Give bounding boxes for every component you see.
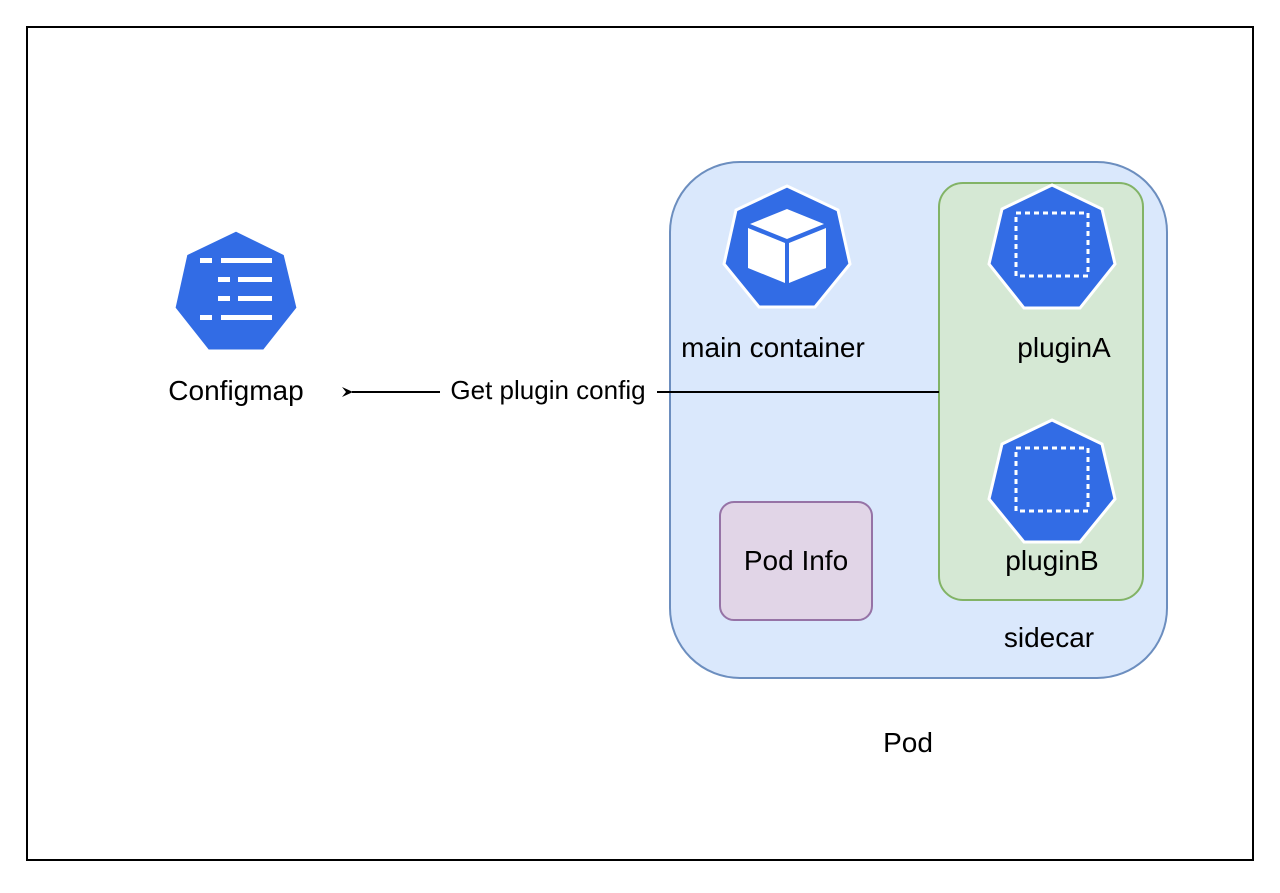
plugin-a-label: pluginA [1017, 332, 1111, 363]
pod-info-label: Pod Info [744, 545, 848, 576]
plugin-b-icon[interactable] [987, 418, 1117, 544]
main-container-label: main container [681, 332, 865, 363]
configmap-icon[interactable] [172, 228, 300, 353]
pod-info-box[interactable] [719, 501, 873, 621]
configmap-label: Configmap [168, 375, 303, 406]
plugin-a-icon[interactable] [987, 183, 1117, 310]
sidecar-label: sidecar [1004, 622, 1094, 653]
pod-cube-icon[interactable] [722, 184, 852, 309]
edge-label: Get plugin config [450, 375, 645, 405]
get-plugin-config-edge[interactable]: Get plugin config [342, 375, 939, 405]
pod-label: Pod [883, 727, 933, 758]
plugin-b-label: pluginB [1005, 545, 1098, 576]
